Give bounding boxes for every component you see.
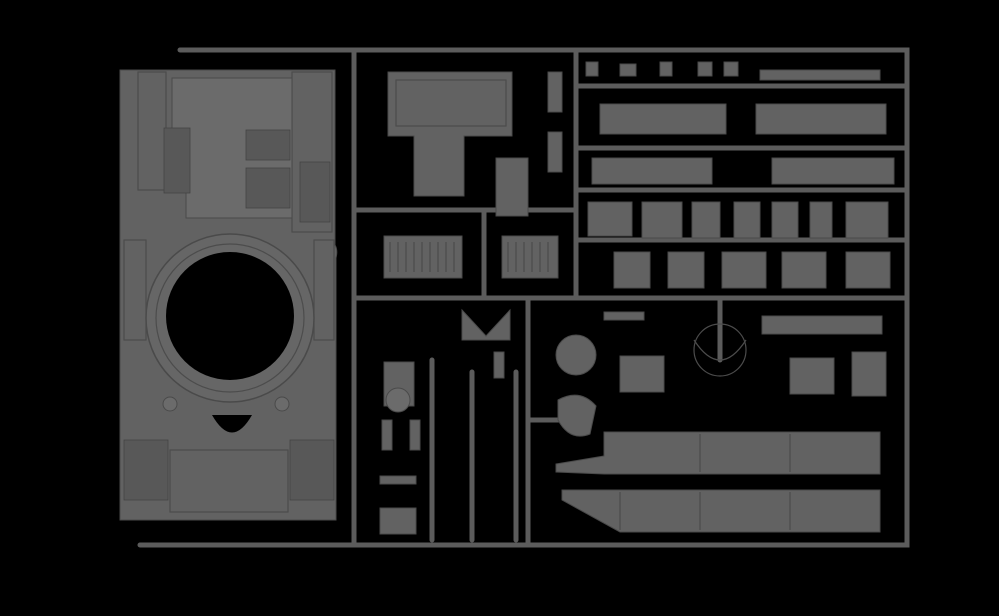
suspension-parts: [379, 308, 511, 535]
rear-plate-part: [387, 71, 563, 217]
fender-parts: [591, 103, 895, 185]
hull-deck-part: [119, 69, 338, 521]
turret-ring-opening: [166, 252, 294, 380]
hatch-parts: [555, 323, 747, 437]
storage-box-parts: [587, 201, 891, 289]
track-guard-parts: [555, 431, 881, 533]
sprue-frame: [137, 47, 910, 548]
turret-bustle-parts: [603, 311, 887, 397]
engine-grille-parts: [383, 235, 559, 279]
small-detail-parts: [585, 61, 881, 81]
